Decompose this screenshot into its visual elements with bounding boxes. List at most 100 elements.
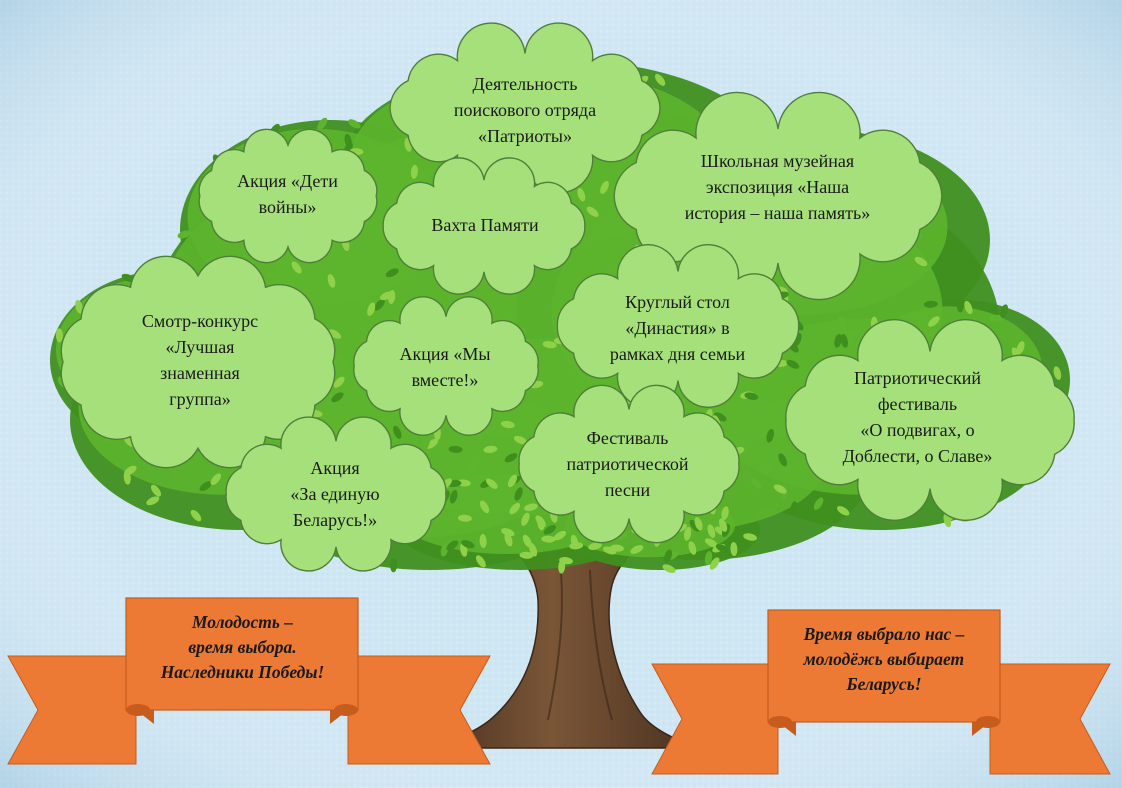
leaf [374,299,385,311]
leaf [778,453,788,467]
leaf [713,412,727,422]
leaf [479,534,487,548]
leaf [743,533,757,541]
cloud-label-dynasty-round-table: Круглый стол «Династия» в рамках дня сем… [609,292,746,364]
leaf [864,256,874,269]
leaf [331,392,344,403]
cloud-label-song-festival: Фестиваль патриотической песни [566,428,689,500]
leaf [190,509,202,522]
cloud-label-school-museum: Школьная музейная экспозиция «Наша истор… [684,151,871,223]
leaf [519,551,534,559]
leaf [501,528,515,537]
leaf [124,465,137,476]
leaf [628,149,639,162]
leaf [333,376,345,388]
leaf [577,187,586,202]
leaf [468,461,479,474]
leaf [327,274,336,288]
leaf [348,119,361,129]
leaf [588,542,602,550]
leaf [928,316,940,327]
leaf [541,535,556,543]
leaf [1053,366,1062,380]
banner-right [651,609,1111,775]
leaf [457,514,472,522]
leaf [476,429,486,443]
leaf [504,532,513,547]
leaf [367,302,376,316]
cloud-dynasty-round-table [556,244,800,408]
leaf [504,453,518,463]
leaf [586,206,599,217]
leaf [600,180,609,194]
leaf [715,544,729,553]
leaf [964,300,973,315]
leaf [461,540,475,549]
leaf [912,313,926,324]
cloud-label-united-belarus: Акция «За единую Беларусь!» [290,458,380,530]
leaf [210,473,222,486]
leaf [426,438,439,449]
cloud-label-patriotic-festival: Патриотический фестиваль «О подвигах, о … [842,368,993,466]
leaf [521,512,530,526]
leaf [704,551,713,565]
leaf [683,526,692,541]
leaf [553,530,567,541]
leaf [766,428,774,443]
leaf [199,481,212,491]
leaf [379,291,393,301]
leaf [786,359,800,369]
leaf [486,478,498,489]
leaf [537,516,545,531]
leaf [558,559,566,574]
leaf [721,506,729,521]
leaf [385,268,399,278]
cloud-search-squad [389,22,661,194]
banners-layer [7,597,1111,775]
leaf [449,489,458,504]
leaf [317,117,328,130]
leaf [847,330,855,345]
leaf [349,268,358,282]
leaf [421,438,430,452]
banner-left [7,597,491,765]
leaf [718,518,728,532]
leaf [513,435,528,445]
leaf [730,542,738,556]
leaf [989,314,1003,322]
leaf [543,524,557,535]
leaf [1000,304,1009,318]
banner-label-left: Молодость – время выбора. Наследники Поб… [160,612,325,682]
leaf [760,464,775,472]
leaf [612,555,626,565]
leaf [514,487,523,501]
banner-label-right: Время выбрало нас – молодёжь выбирает Бе… [803,624,965,694]
leaf [479,500,490,514]
leaf [393,425,402,439]
leaf [750,477,762,489]
leaf [688,541,697,555]
leaf [956,298,964,313]
leaf [773,484,787,494]
leaf [570,534,579,549]
leaf [923,300,938,308]
leaf [500,420,515,429]
leaf [914,256,928,267]
leaf [507,474,518,488]
leaf [654,73,666,86]
leaf [390,558,398,573]
leaf [610,544,624,552]
clouds-layer [60,22,1075,572]
leaf [790,501,798,516]
leaf [146,496,160,506]
leaf [150,484,162,497]
leaf [707,524,716,538]
leaf [834,334,842,348]
leaf [475,555,486,568]
leaf [630,545,644,554]
leaf [177,230,192,239]
leaf [840,334,849,348]
cloud-label-children-of-war: Акция «Дети войны» [237,171,338,217]
cloud-label-banner-group-contest: Смотр-конкурс «Лучшая знаменная группа» [141,311,259,409]
